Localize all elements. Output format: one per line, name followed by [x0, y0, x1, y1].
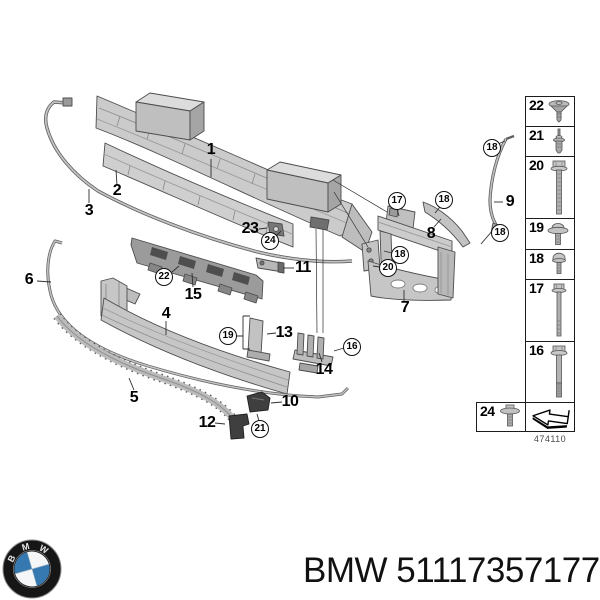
fastener-row-16: 16: [525, 341, 575, 403]
part-12-clip: [228, 413, 250, 440]
fastener-label: 19: [529, 219, 544, 235]
part-connector-small: [309, 216, 330, 231]
callout-circled-18: 18: [435, 191, 453, 209]
callout-circled-18: 18: [391, 246, 409, 264]
washer-screw-icon: [547, 223, 569, 245]
pan-head-screw-icon: [552, 252, 566, 274]
callout-circled-17: 17: [388, 192, 406, 210]
callout-15: 15: [184, 286, 202, 303]
callout-circled-18: 18: [491, 224, 509, 242]
flange-bolt-icon: [550, 345, 568, 398]
callout-6: 6: [24, 271, 34, 288]
fastener-label: 17: [529, 280, 544, 296]
callout-9: 9: [505, 193, 515, 210]
fastener-label: 22: [529, 97, 544, 113]
callout-circled-22: 22: [155, 268, 173, 286]
fastener-label: 16: [529, 342, 544, 358]
fastener-row-18: 18: [525, 249, 575, 280]
part-3-hose: [44, 97, 353, 264]
part-8-strut: [422, 201, 471, 248]
callout-3: 3: [84, 202, 94, 219]
diagram-ref-number: 474110: [533, 434, 567, 444]
fastener-row-20: 20: [525, 156, 575, 219]
callout-5: 5: [129, 389, 139, 406]
callout-4: 4: [161, 305, 171, 322]
part-2-carrier: [102, 142, 294, 248]
fastener-label: 24: [480, 403, 495, 419]
part-5-serrated-strip: [53, 313, 238, 423]
callout-8: 8: [426, 225, 436, 242]
part-1-reinforcement-beam: [95, 92, 373, 253]
fastener-row-17: 17: [525, 279, 575, 342]
fastener-row-22: 22: [525, 96, 575, 127]
callout-13: 13: [275, 324, 293, 341]
expansion-rivet-icon: [553, 128, 565, 154]
callout-1: 1: [206, 141, 216, 158]
part-10-clip: [246, 391, 271, 413]
fastener-label: 21: [529, 127, 544, 143]
part-4-lower-beam: [100, 277, 291, 395]
callout-10: 10: [281, 393, 299, 410]
callout-11: 11: [295, 259, 311, 276]
fastener-row-24: 24: [476, 402, 526, 432]
long-hex-bolt-icon: [551, 283, 567, 337]
callout-circled-24: 24: [261, 232, 279, 250]
callout-7: 7: [400, 299, 410, 316]
callout-2: 2: [112, 182, 122, 199]
footer-part-number: BMW 51117357177: [303, 551, 600, 590]
logo-letter-b: B: [6, 553, 18, 564]
leader-lines: [36, 140, 506, 425]
callout-14: 14: [315, 361, 333, 378]
direction-arrow-icon: [532, 409, 570, 429]
hex-bolt-threaded-icon: [550, 160, 568, 215]
fastener-row-21: 21: [525, 126, 575, 157]
part-13-bracket: [246, 317, 271, 362]
callout-circled-19: 19: [219, 327, 237, 345]
callout-23: 23: [241, 220, 259, 237]
fastener-label: 18: [529, 250, 544, 266]
callout-circled-18: 18: [483, 139, 501, 157]
callout-12: 12: [198, 414, 216, 431]
callout-circled-21: 21: [251, 420, 269, 438]
push-rivet-icon: [548, 100, 570, 123]
part-6-wire: [46, 239, 350, 399]
part-14-bracket: [292, 332, 334, 374]
part-11-bracket: [255, 257, 285, 274]
logo-letter-m: M: [21, 541, 31, 553]
bmw-logo: B M W: [2, 539, 62, 599]
fastener-label: 20: [529, 157, 544, 173]
callout-circled-20: 20: [379, 259, 397, 277]
flange-screw-icon: [500, 404, 520, 427]
direction-arrow-box: [525, 402, 575, 432]
fastener-row-19: 19: [525, 218, 575, 250]
callout-circled-16: 16: [343, 338, 361, 356]
